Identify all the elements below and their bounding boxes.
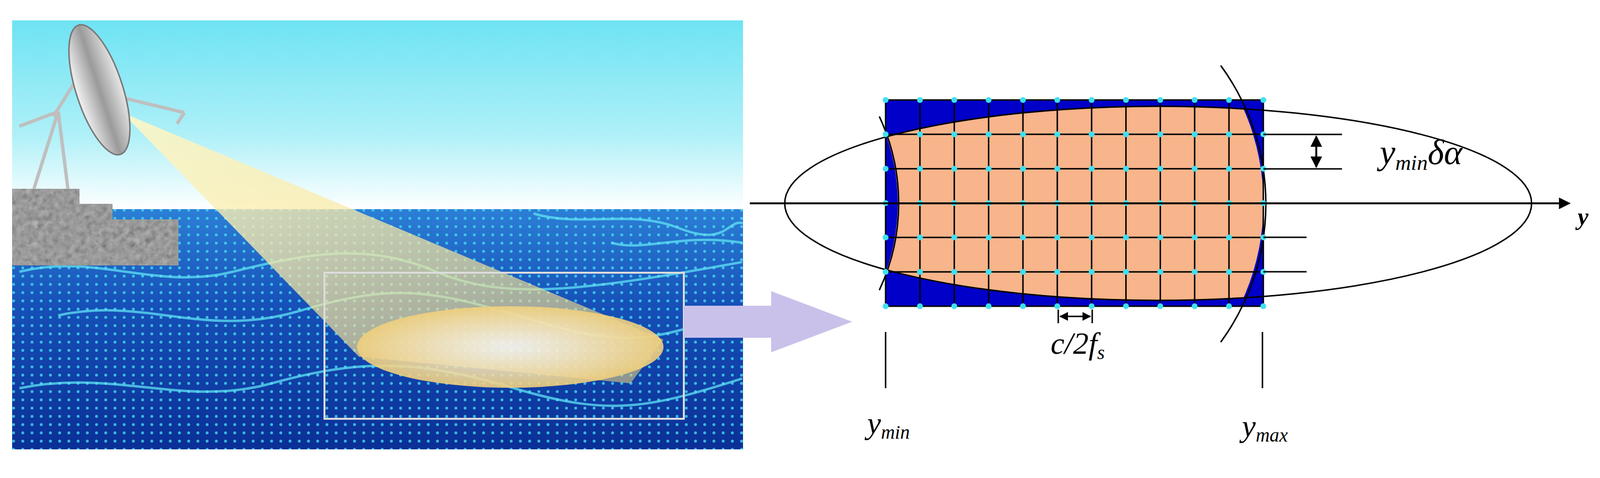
grid-node (1123, 131, 1130, 138)
grid-node (1191, 165, 1198, 172)
grid-node (917, 131, 923, 138)
grid-node (1123, 165, 1130, 172)
rock-texture (12, 188, 179, 266)
grid-node (1191, 96, 1198, 103)
grid-node (1088, 96, 1095, 103)
grid-node (1157, 96, 1164, 103)
grid-node (1226, 131, 1232, 138)
grid-node (1123, 96, 1130, 103)
grid-node (1054, 268, 1061, 275)
axis-label: y (1577, 204, 1589, 229)
grid-node (1088, 131, 1095, 138)
grid-node (1191, 234, 1198, 241)
grid-node (882, 268, 889, 275)
grid-node (1191, 303, 1198, 309)
grid-node (985, 96, 992, 103)
rock-block (12, 188, 179, 266)
grid-node (882, 131, 889, 138)
grid-node (882, 96, 889, 103)
grid-node (951, 303, 958, 309)
grid-node (1088, 234, 1095, 241)
grid-node (1226, 268, 1232, 275)
zoom-box (324, 272, 684, 419)
grid-node (1191, 268, 1198, 275)
grid-node (1226, 303, 1232, 309)
grid-node (985, 234, 992, 241)
grid-node (1054, 131, 1061, 138)
beam-footprint (356, 306, 664, 388)
grid-node (951, 165, 958, 172)
tick-lines (885, 134, 1342, 388)
grid-line (885, 236, 1264, 239)
max-range-label: ymax (1242, 410, 1289, 446)
grid-node (1019, 131, 1026, 138)
grid-line (885, 133, 1264, 135)
grid-node (1226, 234, 1232, 241)
grid-node (1260, 303, 1267, 309)
grid-node (1019, 96, 1026, 103)
antenna-dish (56, 17, 143, 162)
min-range-label: ymin (867, 407, 910, 443)
grid-line (885, 305, 1264, 307)
grid-node (1260, 96, 1267, 103)
grid-node (985, 303, 992, 309)
grid-node (1054, 234, 1061, 241)
grid-line (885, 167, 1264, 170)
grid-node (1226, 96, 1232, 103)
grid-node (1157, 234, 1164, 241)
grid-node (1123, 234, 1130, 241)
grid-node (1226, 165, 1232, 172)
grid-node (1157, 268, 1164, 275)
grid-node (1088, 268, 1095, 275)
grid-node (917, 96, 923, 103)
grid-line (885, 271, 1264, 273)
grid-node (1191, 131, 1198, 138)
grid-node (951, 268, 958, 275)
grid-node (951, 96, 958, 103)
zoom-arrow (683, 290, 853, 353)
grid-node (1054, 165, 1061, 172)
grid-node (1123, 268, 1130, 275)
grid-node (917, 165, 923, 172)
angle-step-label: yminδα (1379, 134, 1463, 174)
grid-node (882, 165, 889, 172)
grid-node (1054, 96, 1061, 103)
grid-node (1123, 303, 1130, 309)
grid-line (885, 99, 1264, 101)
grid-node (1019, 234, 1026, 241)
grid-node (882, 234, 889, 241)
grid-node (1157, 131, 1164, 138)
grid-node (1019, 268, 1026, 275)
angle-step-arrow (1315, 136, 1318, 167)
grid-node (882, 303, 889, 309)
grid-node (951, 131, 958, 138)
grid-node (1157, 303, 1164, 309)
grid-node (917, 303, 923, 309)
grid-node (1019, 165, 1026, 172)
grid-node (1019, 303, 1026, 309)
grid-node (1157, 165, 1164, 172)
grid-node (1088, 303, 1095, 309)
grid-node (917, 234, 923, 241)
grid-node (1088, 165, 1095, 172)
grid-node (1054, 303, 1061, 309)
grid-node (917, 268, 923, 275)
y-axis (749, 202, 1570, 205)
grid-node (951, 234, 958, 241)
range-step-label: c/2fs (1050, 327, 1105, 363)
range-step-arrow (1060, 315, 1091, 318)
grid-node (985, 165, 992, 172)
grid-node (985, 268, 992, 275)
grid-node (985, 131, 992, 138)
